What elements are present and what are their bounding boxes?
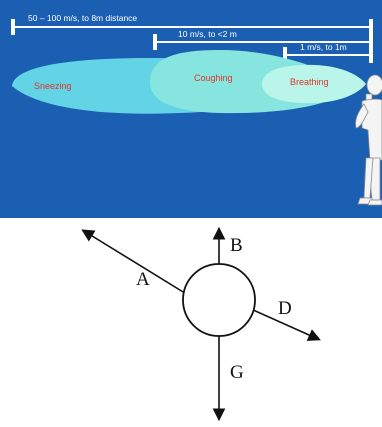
arrow-label-d: D: [278, 298, 292, 319]
arrow-d: [250, 308, 321, 341]
arrow-a: [81, 229, 189, 296]
arrow-label-g: G: [230, 362, 244, 383]
range-label-breathing: 1 m/s, to 1m: [300, 42, 347, 52]
droplet-spread-panel: 50 – 100 m/s, to 8m distance 10 m/s, to …: [0, 0, 382, 218]
breathing-cloud: [262, 64, 366, 104]
cloud-label-coughing: Coughing: [194, 73, 233, 83]
range-label-coughing: 10 m/s, to <2 m: [178, 29, 237, 39]
vector-diagram: A B D G: [81, 226, 321, 422]
range-lines: [11, 19, 373, 63]
cloud-label-breathing: Breathing: [290, 77, 329, 87]
droplet-clouds: [12, 50, 366, 114]
arrow-label-b: B: [230, 235, 243, 256]
range-label-sneezing: 50 – 100 m/s, to 8m distance: [28, 13, 137, 23]
circle-body-icon: [182, 263, 256, 337]
standing-person-icon: [355, 74, 382, 206]
arrow-label-a: A: [136, 269, 150, 290]
cloud-label-sneezing: Sneezing: [34, 81, 72, 91]
